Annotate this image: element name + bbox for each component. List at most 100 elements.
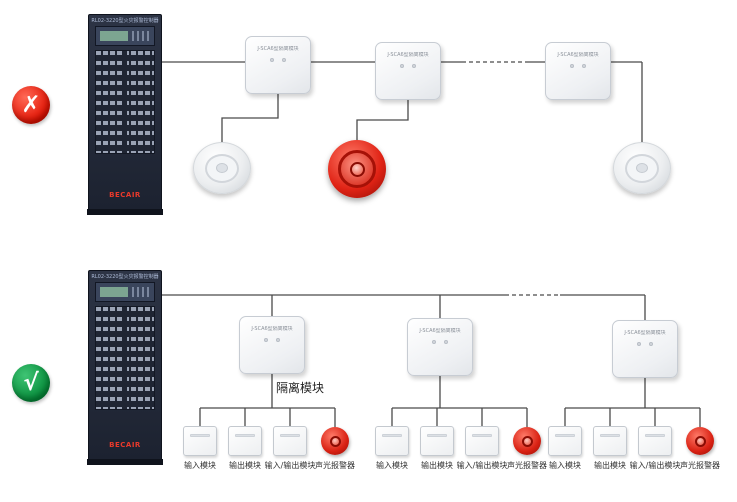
device-label: 输入模块 [184,461,216,470]
alarm-core [694,435,706,447]
panel-brand: BECAIR [109,441,141,449]
module-terminal [382,434,402,437]
panel-lower: BECAIR [89,429,161,461]
device-label: 声光报警器 [680,461,720,470]
led-icon [400,64,404,68]
alarm-core [521,435,533,447]
module-indicators [246,58,310,62]
panel-display [95,282,155,302]
device-label: 输入/输出模块 [629,461,681,470]
led-icon [412,64,416,68]
io-module [465,426,499,456]
panel-base [87,459,163,465]
isolation-module-label: J-SCA6型隔离模块 [419,328,461,334]
output-module [228,426,262,456]
sound-light-alarm-small [513,427,541,455]
module-terminal [600,434,620,437]
module-terminal [235,434,255,437]
smoke-detector-1 [193,142,251,194]
alarm-core [349,161,365,177]
detector-ring [205,153,239,183]
isolation-module-label: J-SCA6型隔离模块 [251,326,293,332]
device-label: 输入/输出模块 [456,461,508,470]
sound-light-alarm-top [328,140,386,198]
panel-brand: BECAIR [109,191,141,199]
io-module [638,426,672,456]
isolation-module-bottom-1: J-SCA6型隔离模块 [239,316,305,374]
led-icon [649,342,653,346]
alarm-ring [338,150,376,188]
alarm-core [329,435,341,447]
led-icon [570,64,574,68]
output-module [593,426,627,456]
module-indicators [613,342,677,346]
fire-alarm-control-panel-top: RL02-3220型火灾报警控制器 BECAIR [87,14,163,215]
wire-top-drop-alarm [356,100,409,140]
isolation-module-top-2: J-SCA6型隔离模块 [375,42,441,100]
panel-model-text: RL02-3220型火灾报警控制器 [91,18,159,24]
isolation-module-bottom-2: J-SCA6型隔离模块 [407,318,473,376]
panel-lower: BECAIR [89,179,161,211]
device-label: 输入/输出模块 [264,461,316,470]
io-module [273,426,307,456]
wrong-mark-glyph: ✗ [21,92,41,118]
isolation-module-label: J-SCA6型隔离模块 [557,52,599,58]
isolation-module-label: J-SCA6型隔离模块 [387,52,429,58]
isolation-module-top-3: J-SCA6型隔离模块 [545,42,611,100]
led-icon [276,338,280,342]
module-terminal [427,434,447,437]
module-terminal [190,434,210,437]
panel-button-grid [95,50,155,154]
wire-branch-3 [564,378,701,427]
module-indicators [408,340,472,344]
fire-alarm-control-panel-bottom: RL02-3220型火灾报警控制器 BECAIR [87,270,163,465]
led-icon [582,64,586,68]
panel-display [95,26,155,46]
sound-light-alarm-small [686,427,714,455]
panel-model-text: RL02-3220型火灾报警控制器 [91,274,159,280]
input-module [375,426,409,456]
isolation-module-label: J-SCA6型隔离模块 [624,330,666,336]
detector-center [216,163,228,173]
led-icon [282,58,286,62]
wire-top-bus [162,61,643,142]
device-label: 输出模块 [421,461,453,470]
input-module [183,426,217,456]
led-icon [432,340,436,344]
wrong-mark: ✗ [12,86,50,124]
device-label: 输入模块 [376,461,408,470]
right-mark-glyph: √ [23,370,39,396]
wire-bottom-bus [162,294,646,320]
device-label: 输出模块 [229,461,261,470]
led-icon [444,340,448,344]
wire-branch-1 [199,374,336,427]
device-label: 声光报警器 [315,461,355,470]
module-indicators [240,338,304,342]
led-icon [264,338,268,342]
panel-base [87,209,163,215]
detector-ring [625,153,659,183]
smoke-detector-2 [613,142,671,194]
detector-center [636,163,648,173]
input-module [548,426,582,456]
module-terminal [645,434,665,437]
right-mark: √ [12,364,50,402]
wire-top-drop-detector1 [221,94,279,142]
isolation-module-label: J-SCA6型隔离模块 [257,46,299,52]
output-module [420,426,454,456]
led-icon [637,342,641,346]
isolation-module-top-1: J-SCA6型隔离模块 [245,36,311,94]
led-icon [270,58,274,62]
module-terminal [472,434,492,437]
isolator-caption: 隔离模块 [276,381,325,395]
module-terminal [555,434,575,437]
module-terminal [280,434,300,437]
module-indicators [376,64,440,68]
wire-branch-2 [391,376,528,427]
sound-light-alarm-small [321,427,349,455]
device-label: 输出模块 [594,461,626,470]
module-indicators [546,64,610,68]
isolation-module-bottom-3: J-SCA6型隔离模块 [612,320,678,378]
